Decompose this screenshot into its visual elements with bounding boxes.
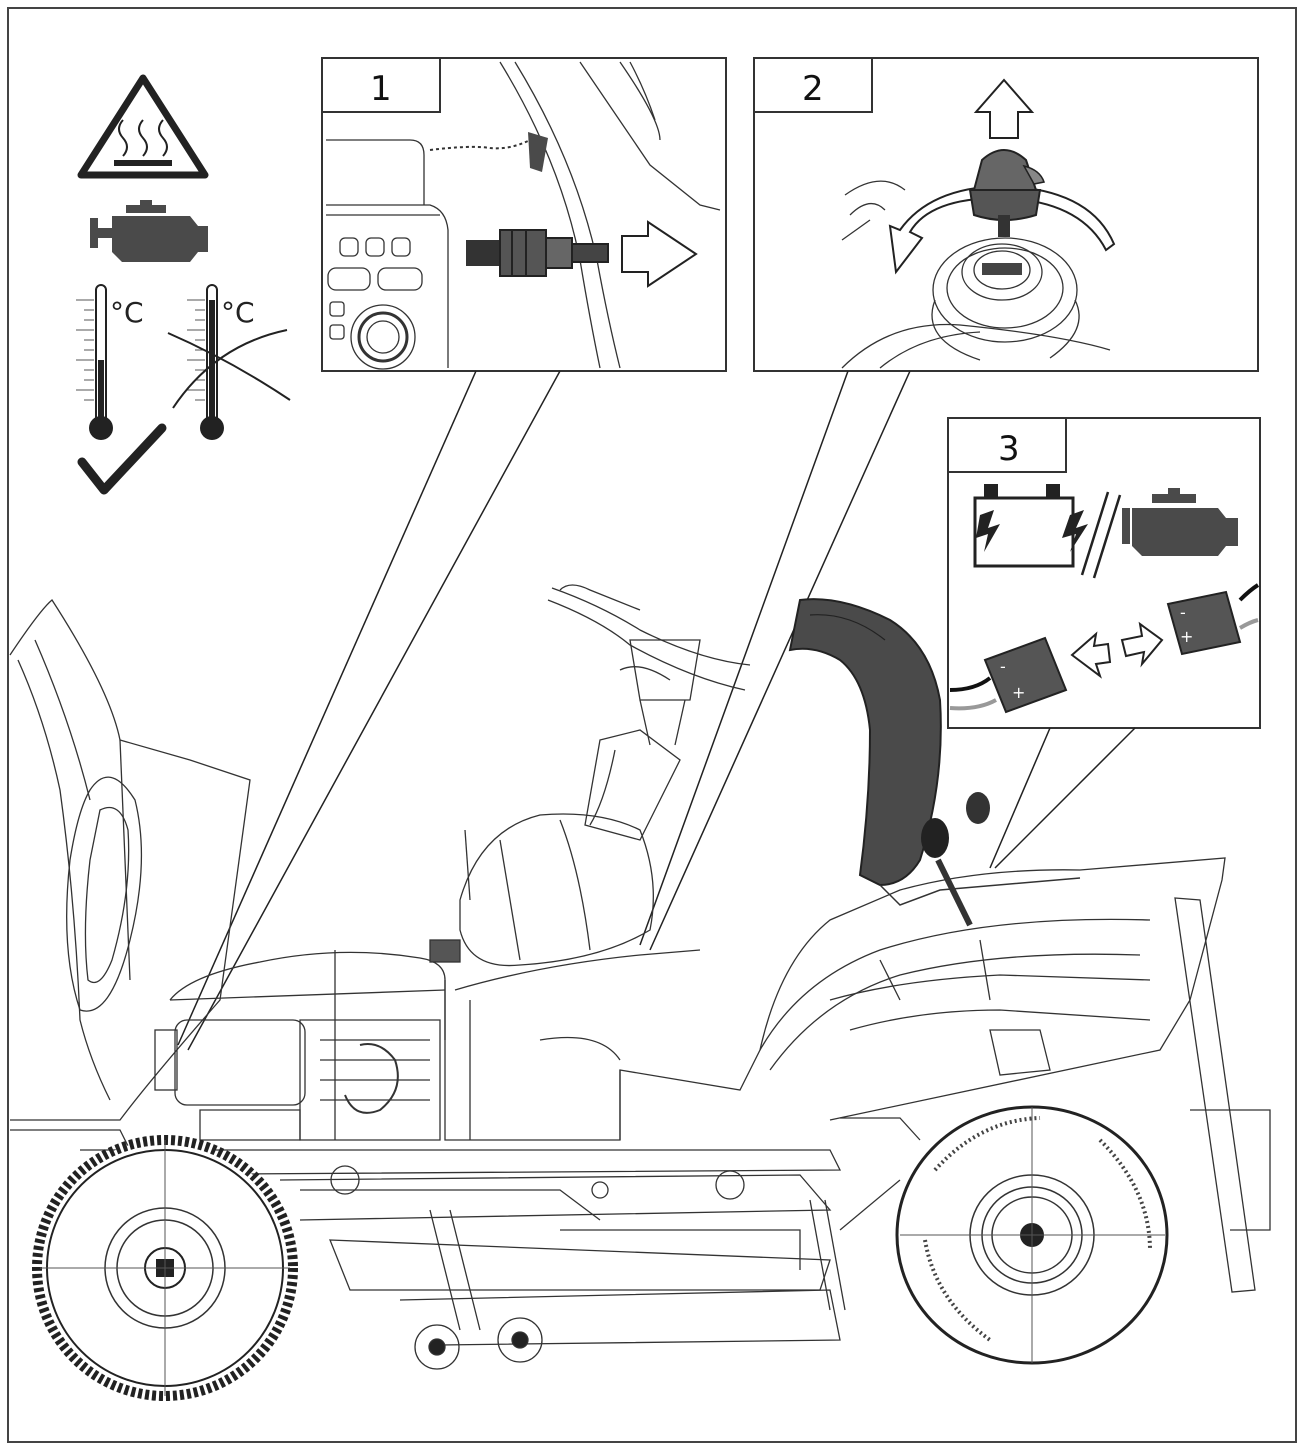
tractor-engine xyxy=(154,939,461,1141)
ignition-panel-sketch xyxy=(841,180,1111,369)
callout-3 xyxy=(947,417,1261,729)
checkmark-icon xyxy=(77,423,167,495)
callout-2-number: 2 xyxy=(802,69,824,109)
lawn-tractor-drawing xyxy=(9,584,1271,1401)
rear-wheel xyxy=(895,1105,1169,1365)
front-wheel xyxy=(32,1135,298,1401)
height-lever xyxy=(921,792,990,927)
tractor-hood xyxy=(9,599,251,1151)
callout-3-number: 3 xyxy=(998,429,1020,469)
battery-icon xyxy=(973,484,1088,568)
steering-column xyxy=(547,584,751,841)
callout-2 xyxy=(753,57,1259,372)
connector-plus-right: + xyxy=(1180,627,1193,646)
deck-wheels xyxy=(414,1317,543,1370)
engine-icon-small xyxy=(1122,488,1238,556)
spark-plug-icon xyxy=(466,229,609,277)
callout-1 xyxy=(321,57,727,372)
engine-icon xyxy=(90,200,208,262)
spark-plug-chain xyxy=(429,139,531,151)
pull-out-arrow-icon xyxy=(621,220,698,288)
disconnect-slash xyxy=(1080,491,1110,576)
temperature-unit-label-hot: °C xyxy=(221,296,255,329)
tractor-body xyxy=(444,813,1271,1293)
cross-icon xyxy=(167,329,291,409)
spark-plug-cap-icon xyxy=(528,132,548,172)
temperature-unit-label: °C xyxy=(110,296,144,329)
hot-surface-warning-icon xyxy=(77,74,209,179)
thermometer-cold-icon xyxy=(76,284,113,440)
callout-1-number: 1 xyxy=(370,69,392,109)
ignition-key-icon xyxy=(968,149,1045,237)
battery-connector-left xyxy=(983,636,1068,714)
connector-minus-right: - xyxy=(1180,603,1186,622)
key-slot xyxy=(982,263,1022,275)
pull-up-arrow-icon xyxy=(973,78,1035,139)
leader-lines xyxy=(177,370,1136,1051)
connector-minus-left: - xyxy=(1000,657,1006,676)
tractor-seat xyxy=(788,598,1081,906)
connector-plus-left: + xyxy=(1012,683,1025,702)
connect-arrows-icon xyxy=(1070,621,1164,679)
tractor-chassis xyxy=(80,1149,901,1346)
battery-connector-right xyxy=(1166,590,1242,656)
